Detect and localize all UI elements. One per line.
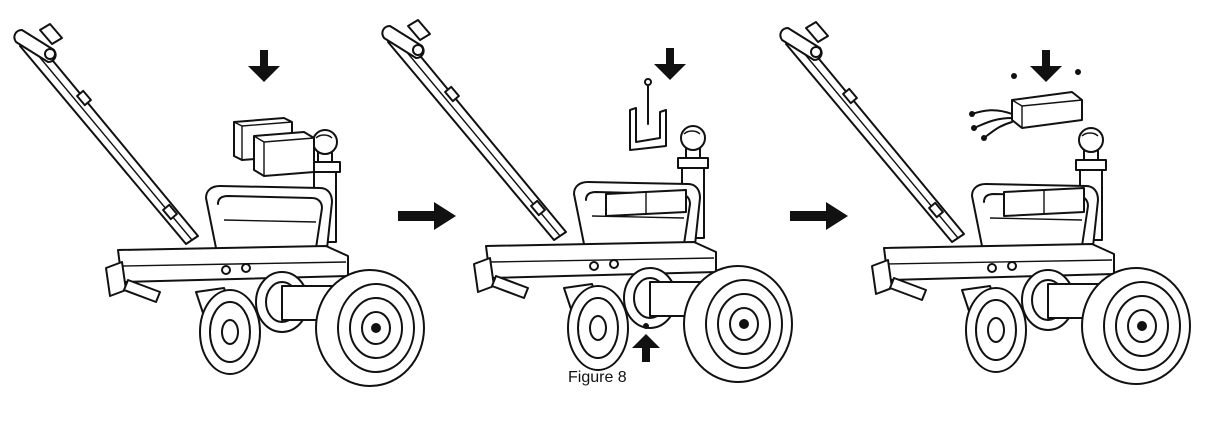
battery-bracket-illustration [629,78,667,151]
mover-illustration-3 [779,21,1191,385]
mover-illustration-1 [13,23,425,387]
panel-step-2 [381,19,793,383]
down-arrow-2 [654,48,686,80]
up-arrow [632,323,660,362]
batteries-in-tray [605,189,687,217]
down-arrow-1 [248,50,280,82]
flow-arrow-1 [398,202,456,230]
installed-batteries [1003,187,1085,217]
down-arrow-3 [1030,50,1062,82]
figure-caption: Figure 8 [568,369,627,386]
panel-step-1 [13,23,425,387]
flow-arrow-2 [790,202,848,230]
control-box-illustration [969,69,1083,141]
mover-illustration-2 [381,19,793,383]
panel-step-3 [779,21,1191,385]
battery-pair-illustration [233,117,315,177]
